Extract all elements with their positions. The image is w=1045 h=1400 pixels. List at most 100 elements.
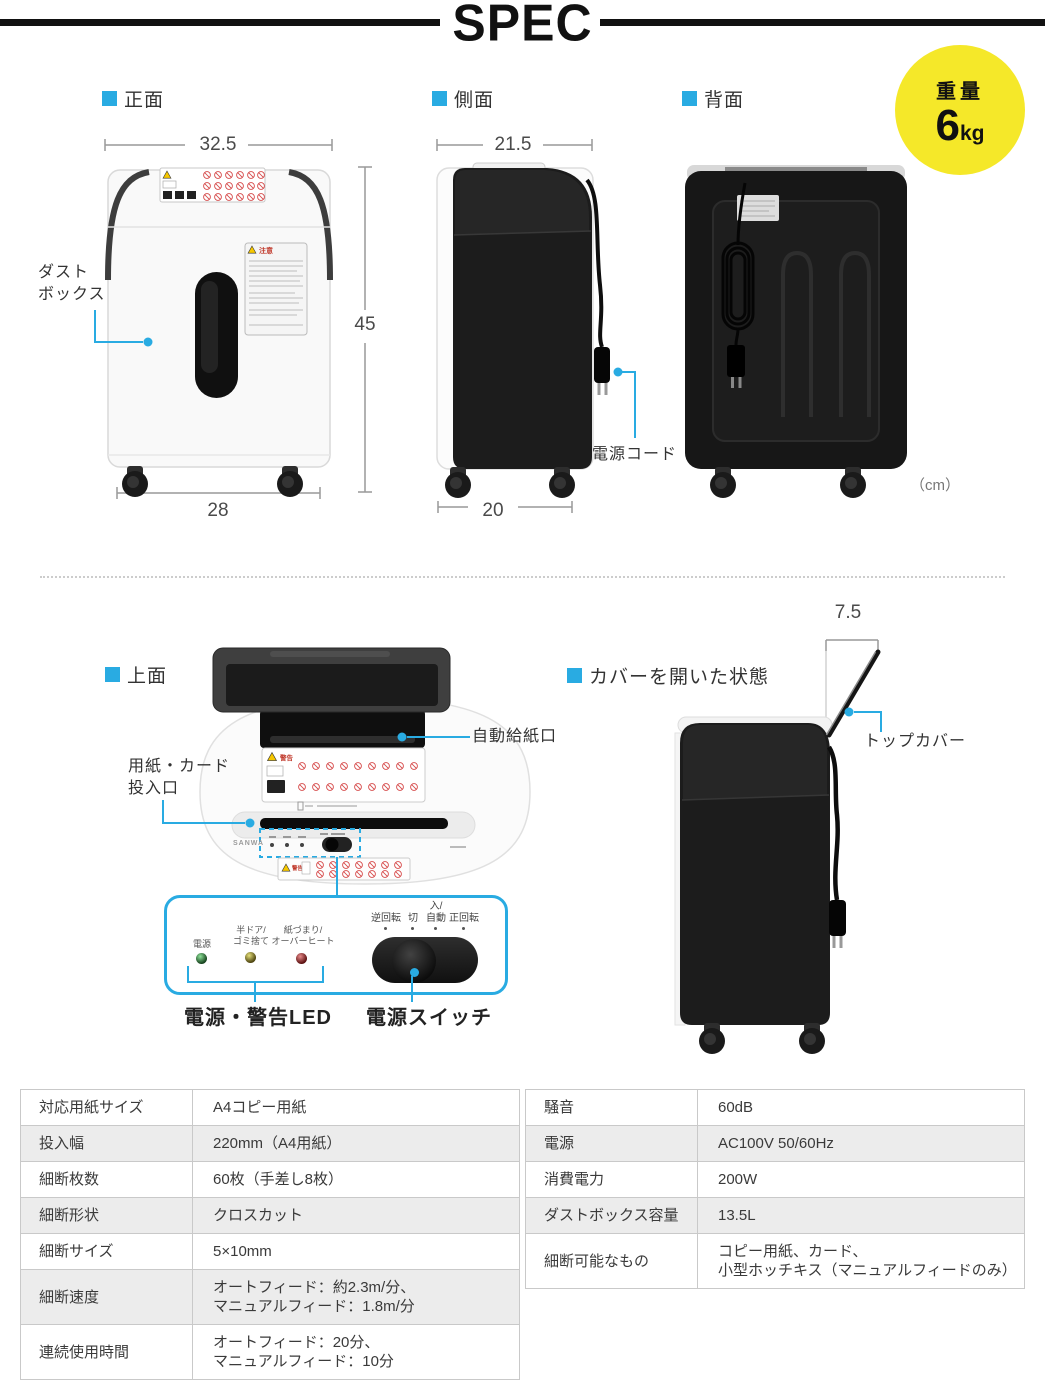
led-door-label: 半ドア/ゴミ捨て xyxy=(232,925,269,946)
spec-value: 200W xyxy=(718,1171,758,1188)
switch-pos-off: 切 xyxy=(408,913,418,924)
spec-value: 220mm（A4用紙） xyxy=(213,1135,342,1152)
spec-key: 電源 xyxy=(526,1126,698,1161)
caption-leds: 電源・警告LED xyxy=(184,1007,332,1029)
spec-key: 連続使用時間 xyxy=(21,1325,193,1379)
spec-value: オートフィード：20分、マニュアルフィード：10分 xyxy=(213,1334,394,1370)
front-warning-sticker xyxy=(159,167,266,203)
auto-feed-leader-line xyxy=(397,732,470,742)
power-cord xyxy=(585,178,610,395)
callout-top-cover: トップカバー xyxy=(864,733,967,750)
lower-warning-sticker: 警告 xyxy=(277,857,411,881)
control-panel-detail: 電源 半ドア/ゴミ捨て 紙づまり/オーバーヒート 入/ 逆回転 切 自動 正回転 xyxy=(164,895,508,995)
svg-text:警告: 警告 xyxy=(280,753,294,762)
top-view-illustration: 警告 警告 xyxy=(162,647,531,898)
spec-value: 60枚（手差し8枚） xyxy=(213,1171,344,1188)
rating-label xyxy=(737,195,779,221)
spec-key: 細断形状 xyxy=(21,1198,193,1233)
cyan-square-icon xyxy=(102,91,117,106)
section-label-cover-open: カバーを開いた状態 xyxy=(567,662,769,689)
spec-row: 細断可能なものコピー用紙、カード、小型ホッチキス（マニュアルフィードのみ） xyxy=(526,1234,1024,1289)
weight-unit: kg xyxy=(959,121,985,145)
top-warning-sticker: 警告 xyxy=(261,747,426,803)
caster-wheel xyxy=(549,467,575,498)
dim-front-bottom: 28 xyxy=(193,500,243,522)
front-view-illustration: 注意 xyxy=(94,139,372,499)
caster-wheel xyxy=(710,467,736,498)
spec-key: 細断速度 xyxy=(21,1270,193,1324)
dimension-lines xyxy=(825,639,879,651)
cyan-square-icon xyxy=(567,668,582,683)
dim-side-bottom: 20 xyxy=(468,500,518,522)
section-label-back: 背面 xyxy=(682,85,744,112)
spec-row: 連続使用時間オートフィード：20分、マニュアルフィード：10分 xyxy=(21,1325,519,1380)
caster-wheel xyxy=(840,467,866,498)
side-view-illustration xyxy=(436,139,636,513)
cover-open-illustration xyxy=(674,639,882,1054)
spec-key: 対応用紙サイズ xyxy=(21,1090,193,1125)
switch-on-label: 入/ xyxy=(429,901,443,912)
callout-paper-slot: 用紙・カード 投入口 xyxy=(128,758,231,797)
spec-value: オートフィード：約2.3m/分、マニュアルフィード：1.8m/分 xyxy=(213,1279,416,1315)
cyan-square-icon xyxy=(432,91,447,106)
weight-badge: 重量 6 kg xyxy=(895,45,1025,175)
spec-value: クロスカット xyxy=(213,1207,304,1224)
front-caution-sticker: 注意 xyxy=(244,242,308,336)
led-jam-label: 紙づまり/オーバーヒート xyxy=(271,925,335,946)
led-power-label: 電源 xyxy=(192,939,211,949)
power-cord xyxy=(827,745,846,948)
caster-wheel xyxy=(799,1023,825,1054)
caster-wheel xyxy=(122,466,148,497)
dim-front-width: 32.5 xyxy=(188,134,248,156)
spec-value: A4コピー用紙 xyxy=(213,1099,307,1116)
paper-slot xyxy=(260,818,448,829)
caster-wheel xyxy=(699,1023,725,1054)
back-view-illustration xyxy=(685,165,907,498)
weight-label: 重量 xyxy=(936,80,984,103)
power-led xyxy=(196,953,207,964)
spec-key: 騒音 xyxy=(526,1090,698,1125)
spec-value: コピー用紙、カード、小型ホッチキス（マニュアルフィードのみ） xyxy=(718,1243,1017,1279)
paper-slot-leader-line xyxy=(162,800,255,828)
spec-key: 細断枚数 xyxy=(21,1162,193,1197)
dustbox-leader-line xyxy=(94,310,153,347)
top-cover-flap xyxy=(825,649,881,738)
weight-value: 6 xyxy=(935,100,960,150)
dim-cover-depth: 7.5 xyxy=(834,602,862,623)
control-zone-highlight xyxy=(259,828,361,858)
dim-side-width: 21.5 xyxy=(483,134,543,156)
section-label-side: 側面 xyxy=(432,85,494,112)
brand-logo: SANWA xyxy=(233,840,265,847)
switch-pos-forward: 正回転 xyxy=(449,913,479,924)
unit-note-cm: （cm） xyxy=(910,477,960,494)
header-rule-left xyxy=(0,19,440,26)
switch-pos-auto: 自動 xyxy=(426,913,446,924)
spec-row: 細断形状 クロスカット xyxy=(21,1198,519,1234)
spec-row: 対応用紙サイズ A4コピー用紙 xyxy=(21,1090,519,1126)
cyan-square-icon xyxy=(682,91,697,106)
door-led xyxy=(245,952,256,963)
caster-wheel xyxy=(277,466,303,497)
callout-dustbox: ダスト ボックス xyxy=(38,264,106,303)
page-title: SPEC xyxy=(452,0,593,53)
spec-row: 細断速度オートフィード：約2.3m/分、マニュアルフィード：1.8m/分 xyxy=(21,1270,519,1325)
cyan-square-icon xyxy=(105,667,120,682)
spec-key: 細断サイズ xyxy=(21,1234,193,1269)
spec-row: 細断サイズ 5×10mm xyxy=(21,1234,519,1270)
open-lid xyxy=(212,647,451,713)
dim-front-height: 45 xyxy=(348,314,382,336)
caption-switch: 電源スイッチ xyxy=(366,1007,492,1029)
spec-key: 投入幅 xyxy=(21,1126,193,1161)
spec-row: 投入幅 220mm（A4用紙） xyxy=(21,1126,519,1162)
spec-key: 消費電力 xyxy=(526,1162,698,1197)
spec-value: 5×10mm xyxy=(213,1243,272,1260)
section-divider xyxy=(40,576,1005,578)
svg-text:注意: 注意 xyxy=(259,246,273,255)
jam-led xyxy=(296,953,307,964)
spec-key: 細断可能なもの xyxy=(526,1234,698,1288)
header-rule-right xyxy=(600,19,1045,26)
